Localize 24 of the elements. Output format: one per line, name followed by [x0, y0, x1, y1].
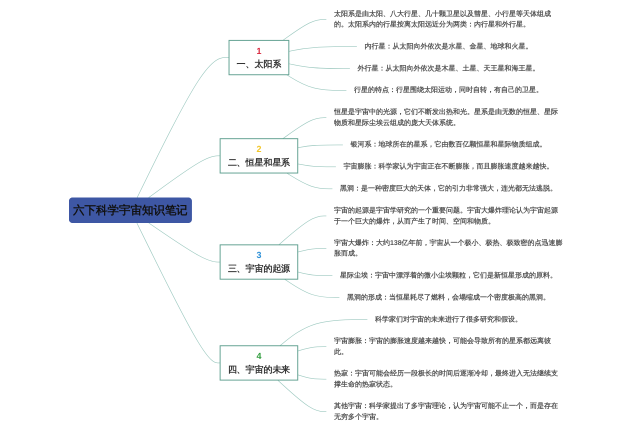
connector [297, 164, 336, 168]
connector [286, 74, 347, 91]
connector [282, 19, 327, 41]
connector [136, 57, 230, 198]
connector [297, 374, 327, 380]
node-box: 2 二、恒星和星系 [220, 138, 298, 174]
connector [297, 272, 333, 276]
connector [280, 319, 368, 346]
connector [297, 346, 327, 352]
connector [297, 248, 327, 252]
connector [286, 172, 333, 190]
connector [148, 156, 220, 198]
connector [288, 63, 350, 69]
connector [297, 144, 344, 148]
connector [148, 222, 220, 262]
node-box: 4 四、宇宙的未来 [220, 345, 298, 381]
node-box: 1 一、太阳系 [228, 40, 290, 76]
connector [284, 278, 340, 298]
connector [288, 46, 358, 52]
connector [282, 117, 327, 139]
node-box: 3 三、宇宙的起源 [220, 244, 298, 280]
connector [278, 216, 327, 246]
connector [277, 380, 327, 412]
connector [136, 222, 220, 364]
